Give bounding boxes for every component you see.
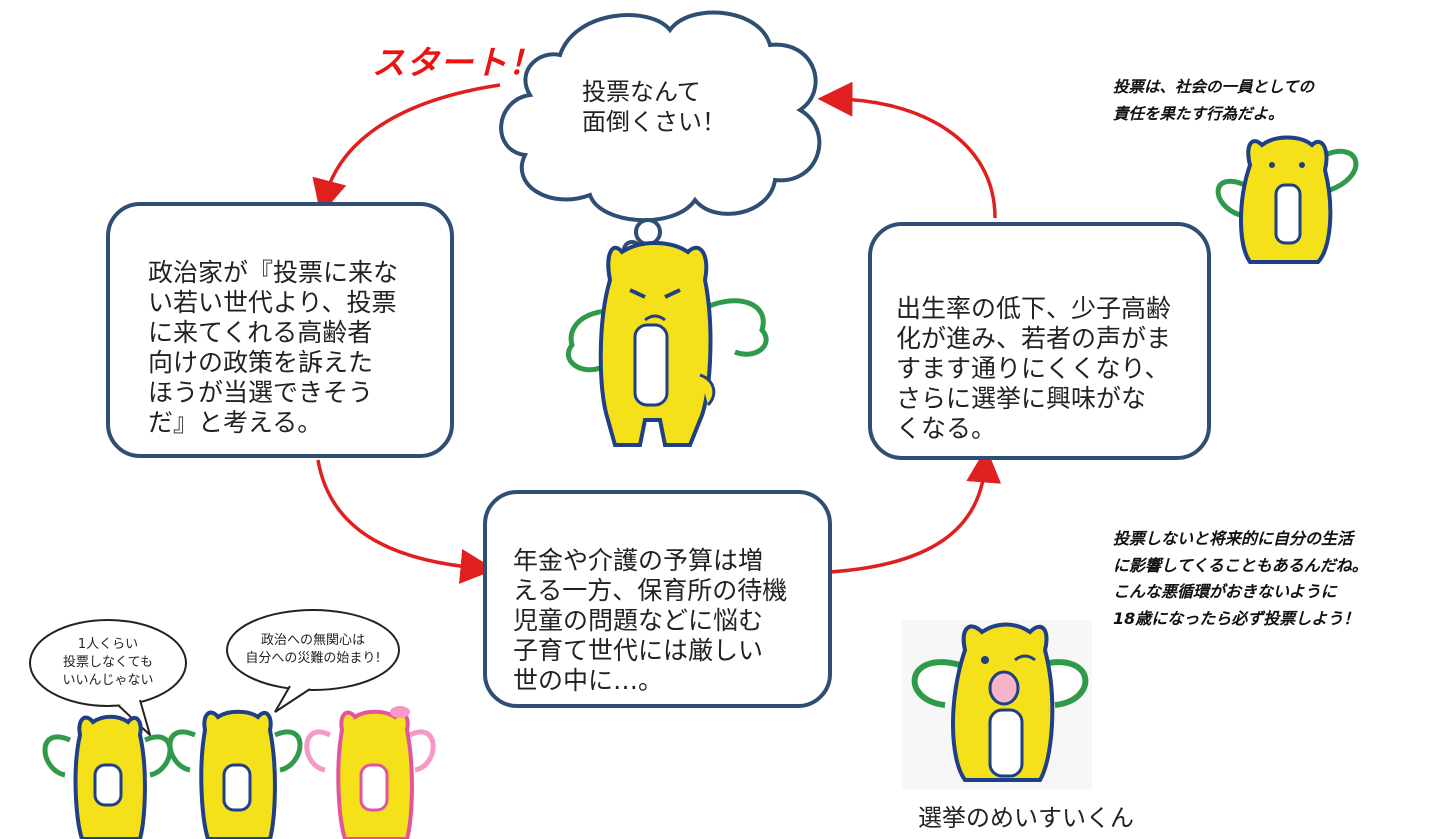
step-text-birthrate: 出生率の低下、少子高齢 化が進み、若者の声がま すます通りにくくなり、 さらに選… <box>896 294 1172 443</box>
arrow-box1-to-box2 <box>316 459 496 584</box>
arrow-start-to-box1 <box>312 83 501 215</box>
speech-bubble-left: 1人くらい 投票しなくても いいんじゃない <box>62 637 154 688</box>
thought-text: 投票なんて 面倒くさい！ <box>582 78 726 136</box>
arrow-box3-to-thought <box>817 81 997 219</box>
step-box-birthrate: 出生率の低下、少子高齢 化が進み、若者の声がま すます通りにくくなり、 さらに選… <box>868 222 1211 460</box>
speech-bubble-right: 政治への無関心は 自分への災難の始まり! <box>245 633 381 666</box>
arrow-box2-to-box3 <box>829 447 1002 574</box>
step-box-budget: 年金や介護の予算は増 える一方、保育所の待機 児童の問題などに悩む 子育て世代に… <box>483 490 832 708</box>
note-top-right: 投票は、社会の一員としての 責任を果たす行為だよ。 <box>1113 78 1315 123</box>
note-bottom-right: 投票しないと将来的に自分の生活 に影響してくることもあるんだね。 こんな悪循環が… <box>1113 529 1368 628</box>
step-text-budget: 年金や介護の予算は増 える一方、保育所の待機 児童の問題などに悩む 子育て世代に… <box>513 546 788 695</box>
mascot-caption: 選挙のめいすいくん <box>918 804 1134 832</box>
step-box-politicians: 政治家が『投票に来な い若い世代より、投票 に来てくれる高齢者 向けの政策を訴え… <box>106 202 454 458</box>
start-label: スタート！ <box>372 43 542 82</box>
step-text-politicians: 政治家が『投票に来な い若い世代より、投票 に来てくれる高齢者 向けの政策を訴え… <box>148 258 399 437</box>
